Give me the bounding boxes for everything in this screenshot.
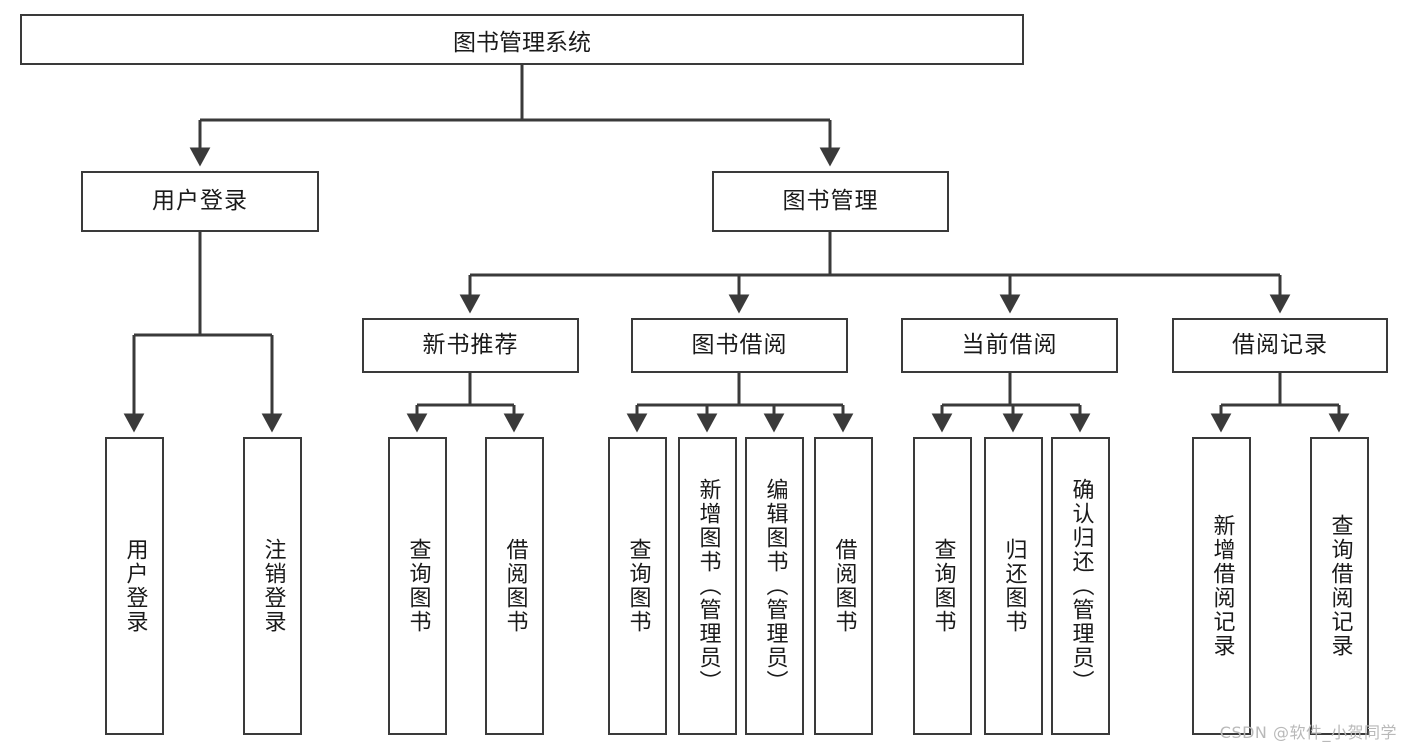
leaf-user-login[interactable]: 用户登录 [105,437,164,735]
leaf-label: 编辑图书（管理员） [762,478,788,694]
node-book-management[interactable]: 图书管理 [712,171,949,232]
leaf-query-book-borrow[interactable]: 查询图书 [608,437,667,735]
leaf-edit-book-admin[interactable]: 编辑图书（管理员） [745,437,804,735]
leaf-confirm-return-admin[interactable]: 确认归还（管理员） [1051,437,1110,735]
leaf-add-borrow-record[interactable]: 新增借阅记录 [1192,437,1251,735]
node-borrow-record[interactable]: 借阅记录 [1172,318,1388,373]
leaf-add-book-admin[interactable]: 新增图书（管理员） [678,437,737,735]
leaf-label: 用户登录 [122,538,148,634]
leaf-query-book-newrec[interactable]: 查询图书 [388,437,447,735]
leaf-borrow-book-newrec[interactable]: 借阅图书 [485,437,544,735]
leaf-borrow-book[interactable]: 借阅图书 [814,437,873,735]
leaf-return-book[interactable]: 归还图书 [984,437,1043,735]
leaf-query-book-current[interactable]: 查询图书 [913,437,972,735]
leaf-label: 查询图书 [405,538,431,634]
leaf-query-borrow-record[interactable]: 查询借阅记录 [1310,437,1369,735]
node-new-book-recommend[interactable]: 新书推荐 [362,318,579,373]
leaf-label: 新增图书（管理员） [695,478,721,694]
leaf-label: 借阅图书 [502,538,528,634]
leaf-label: 查询图书 [625,538,651,634]
node-book-borrow[interactable]: 图书借阅 [631,318,848,373]
csdn-watermark: CSDN @软件_小贺同学 [1219,723,1397,742]
leaf-label: 新增借阅记录 [1209,514,1235,658]
leaf-label: 确认归还（管理员） [1068,478,1094,694]
node-current-borrow[interactable]: 当前借阅 [901,318,1118,373]
node-root-system[interactable]: 图书管理系统 [20,14,1024,65]
leaf-label: 注销登录 [260,538,286,634]
leaf-logout[interactable]: 注销登录 [243,437,302,735]
leaf-label: 借阅图书 [831,538,857,634]
node-user-login[interactable]: 用户登录 [81,171,319,232]
leaf-label: 查询图书 [930,538,956,634]
leaf-label: 查询借阅记录 [1327,514,1353,658]
leaf-label: 归还图书 [1001,538,1027,634]
